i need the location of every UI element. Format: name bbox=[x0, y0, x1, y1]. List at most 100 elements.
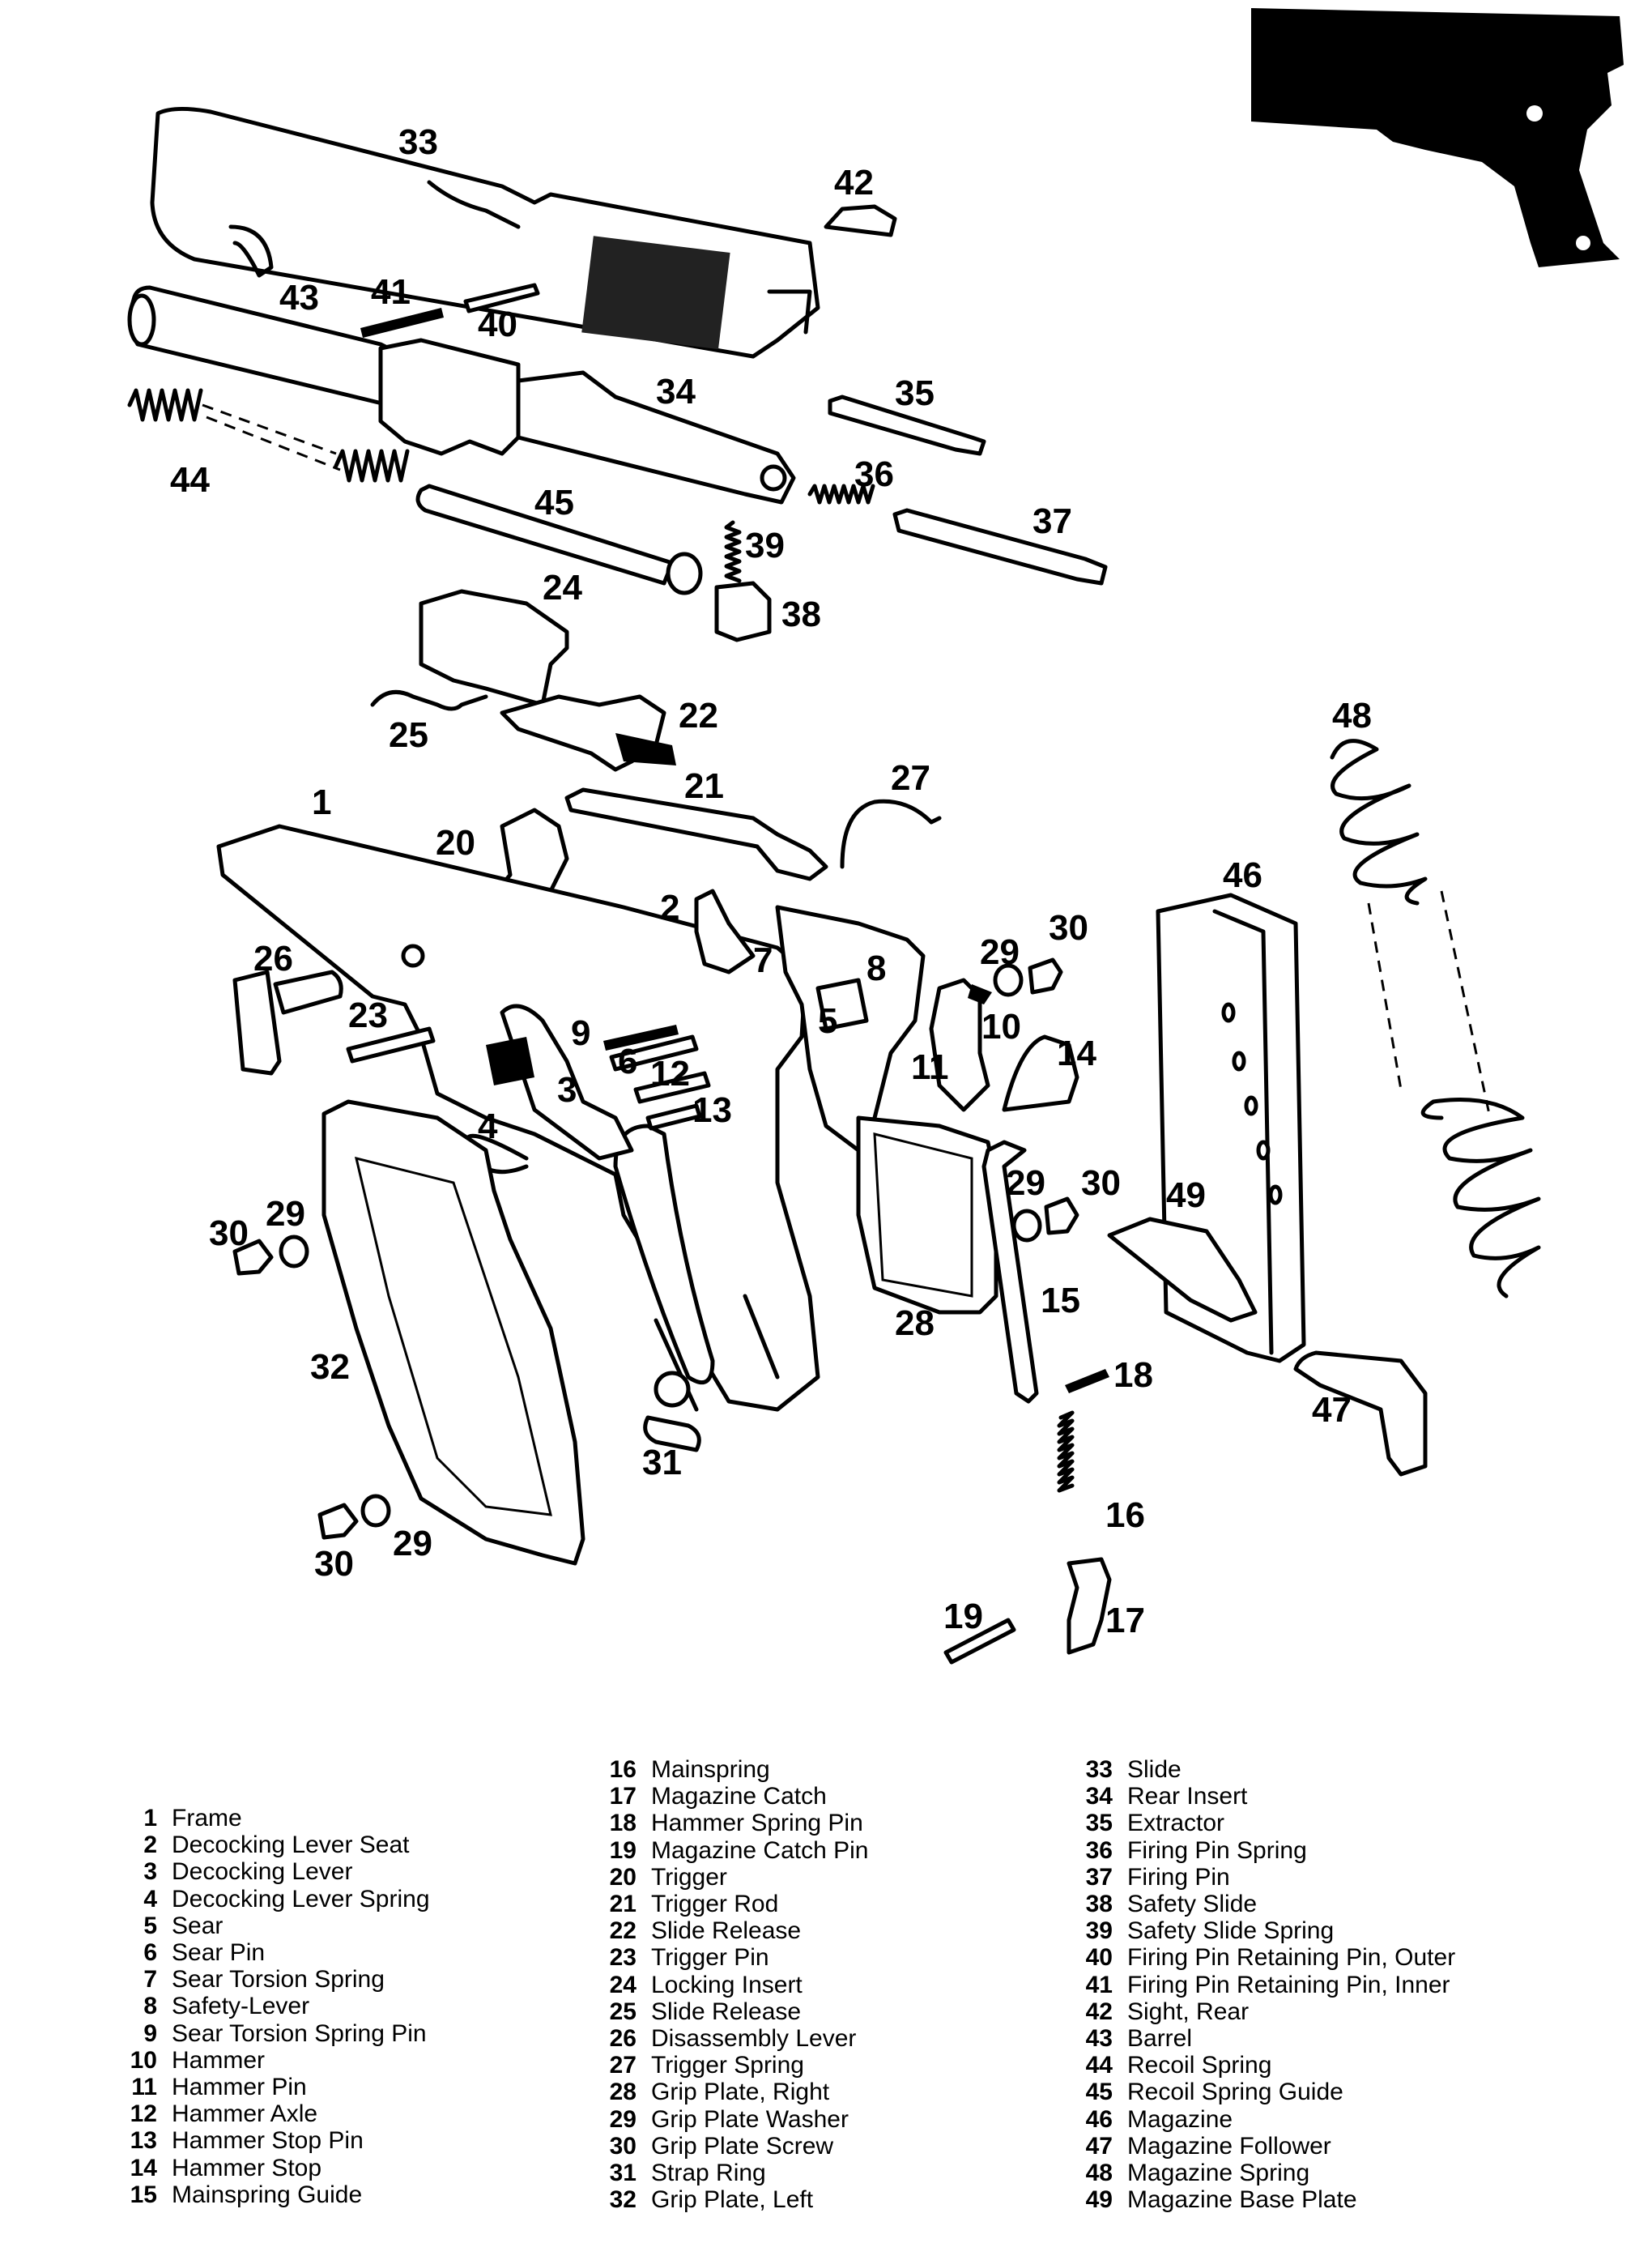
callout-label: 5 bbox=[818, 1001, 837, 1041]
legend-label: Barrel bbox=[1127, 2025, 1193, 2053]
callout-label: 33 bbox=[398, 122, 438, 162]
legend-label: Grip Plate Screw bbox=[651, 2132, 834, 2160]
part-sear-pin bbox=[609, 1034, 699, 1072]
callout-label: 30 bbox=[209, 1213, 249, 1253]
legend-number: 8 bbox=[143, 1993, 157, 2020]
callout-label: 6 bbox=[618, 1042, 637, 1081]
callout-label: 3 bbox=[557, 1070, 577, 1110]
callout-label: 26 bbox=[253, 939, 293, 979]
legend-number: 32 bbox=[609, 2186, 637, 2214]
legend-number: 14 bbox=[130, 2154, 157, 2181]
legend-label: Trigger Rod bbox=[651, 1891, 779, 1918]
callout-label: 20 bbox=[436, 823, 475, 863]
part-safety-slide bbox=[714, 581, 772, 642]
part-decocking-lever bbox=[486, 1004, 634, 1161]
legend-label: Decocking Lever Seat bbox=[172, 1831, 410, 1859]
pistol-silhouette bbox=[1251, 8, 1624, 267]
part-rear-sight bbox=[824, 204, 897, 237]
legend-label: Trigger bbox=[651, 1863, 727, 1891]
legend-entry: 35 Extractor bbox=[1077, 1810, 1455, 1836]
legend-number: 35 bbox=[1085, 1810, 1113, 1837]
legend-number: 42 bbox=[1085, 1998, 1113, 2025]
callout-label: 15 bbox=[1041, 1281, 1080, 1320]
legend-label: Rear Insert bbox=[1127, 1783, 1248, 1810]
callout-label: 4 bbox=[478, 1107, 498, 1146]
part-trigger-spring bbox=[840, 799, 942, 869]
callout-label: 21 bbox=[684, 766, 724, 806]
part-slide-release bbox=[370, 689, 676, 772]
legend-number: 3 bbox=[143, 1858, 157, 1886]
callout-label: 29 bbox=[393, 1524, 432, 1563]
legend-label: Mainspring bbox=[651, 1756, 770, 1783]
callout-labels: 33 42 43 41 40 34 35 44 36 45 37 39 24 3… bbox=[170, 122, 1372, 1640]
legend-number: 31 bbox=[609, 2160, 637, 2187]
legend-label: Firing Pin bbox=[1127, 1863, 1230, 1891]
part-rear-insert bbox=[378, 338, 796, 505]
callout-label: 35 bbox=[895, 373, 935, 413]
legend-label: Recoil Spring Guide bbox=[1127, 2079, 1343, 2106]
callout-label: 44 bbox=[170, 460, 210, 500]
legend-label: Hammer Stop bbox=[172, 2154, 322, 2181]
legend-label: Decocking Lever bbox=[172, 1858, 353, 1886]
callout-label: 48 bbox=[1332, 696, 1372, 736]
legend-label: Grip Plate, Left bbox=[651, 2186, 814, 2214]
part-mainspring-guide bbox=[981, 1140, 1039, 1404]
legend-label: Hammer bbox=[172, 2046, 266, 2074]
legend-label: Extractor bbox=[1127, 1810, 1225, 1837]
legend-label: Slide Release bbox=[651, 1917, 802, 1945]
callout-label: 10 bbox=[981, 1007, 1021, 1047]
callout-label: 29 bbox=[266, 1194, 305, 1234]
legend-label: Hammer Stop Pin bbox=[172, 2127, 364, 2155]
legend-number: 20 bbox=[609, 1863, 637, 1891]
part-grip-plate-screw-left bbox=[232, 1235, 309, 1276]
part-extractor bbox=[828, 394, 986, 456]
callout-label: 46 bbox=[1223, 855, 1262, 895]
legend-number: 33 bbox=[1085, 1756, 1113, 1783]
legend-label: Mainspring Guide bbox=[172, 2181, 363, 2208]
legend-label: Sear Pin bbox=[172, 1939, 266, 1967]
legend-number: 48 bbox=[1085, 2160, 1113, 2187]
callout-label: 17 bbox=[1105, 1601, 1145, 1640]
legend-number: 23 bbox=[609, 1944, 637, 1972]
callout-label: 41 bbox=[371, 272, 411, 312]
callout-label: 29 bbox=[1006, 1163, 1045, 1203]
callout-label: 30 bbox=[1049, 908, 1088, 948]
legend-number: 47 bbox=[1085, 2132, 1113, 2160]
legend-label: Firing Pin Spring bbox=[1127, 1836, 1307, 1864]
callout-label: 31 bbox=[642, 1443, 682, 1482]
callout-label: 19 bbox=[943, 1597, 983, 1636]
callout-label: 42 bbox=[834, 163, 874, 203]
callout-label: 43 bbox=[279, 278, 319, 318]
callout-label: 49 bbox=[1166, 1175, 1206, 1215]
legend-label: Grip Plate Washer bbox=[651, 2105, 849, 2133]
callout-label: 30 bbox=[314, 1544, 354, 1584]
legend-number: 16 bbox=[609, 1756, 637, 1783]
part-decocking-lever-seat bbox=[694, 889, 756, 974]
legend-number: 24 bbox=[609, 1971, 637, 1998]
callout-label: 16 bbox=[1105, 1495, 1145, 1535]
part-hammer-assembly bbox=[775, 905, 992, 1153]
legend-number: 46 bbox=[1085, 2105, 1113, 2133]
part-hammer-axle bbox=[633, 1071, 711, 1104]
callout-label: 1 bbox=[312, 782, 331, 822]
legend-number: 40 bbox=[1085, 1944, 1113, 1972]
callout-label: 23 bbox=[348, 996, 388, 1035]
